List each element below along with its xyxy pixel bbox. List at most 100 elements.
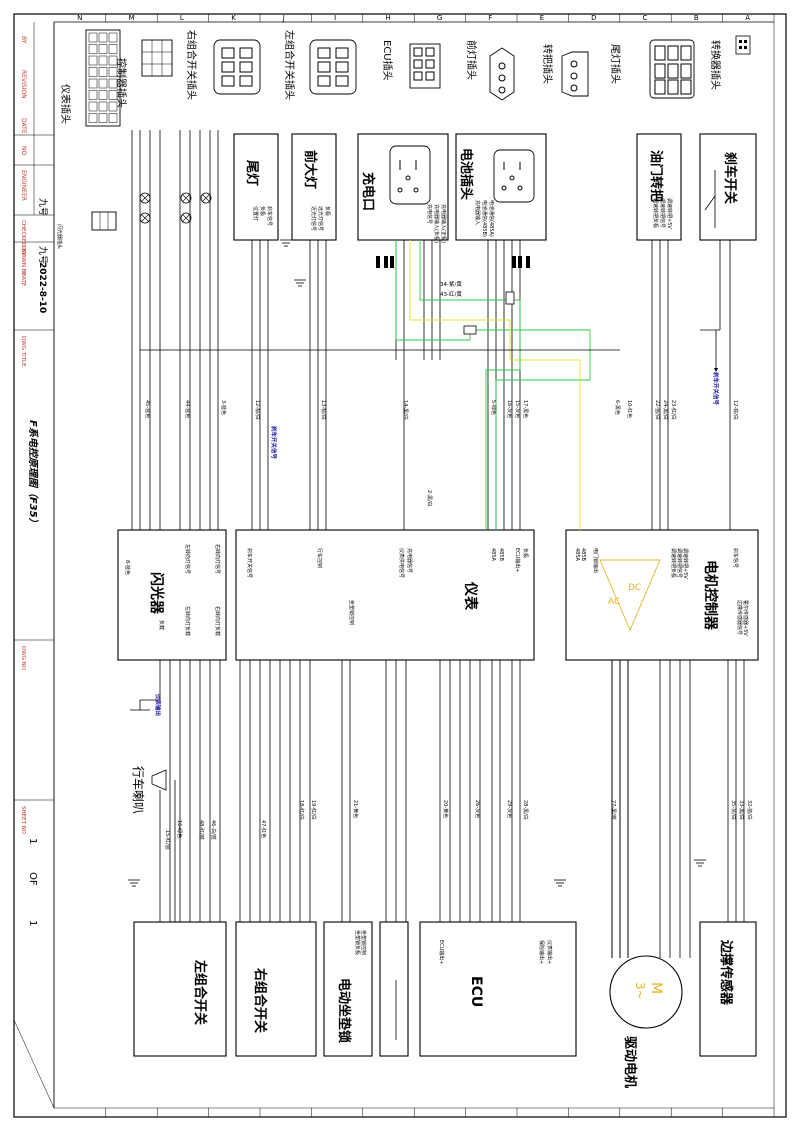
ctrl-pin-3: 调速转把信号 — [676, 548, 683, 578]
charge-port-title: 充电口 — [360, 172, 376, 211]
column-letter: I — [334, 14, 336, 22]
throttle-title: 油门转把 — [648, 150, 664, 202]
battery-wire-label: 43-红/黄 — [440, 290, 462, 298]
ctrl-pin-2: 调速转把+5V — [682, 548, 689, 579]
wire-label: 17-黑色 — [522, 400, 529, 418]
seat-lock-box-2: 电动坐垫锁 坐垫锁控制 坐垫锁负极 — [323, 921, 373, 1057]
throttle-pin-3: 调速转把负极 — [652, 198, 659, 228]
wire-label: 14-黑/白 — [402, 400, 409, 420]
headlight-pin-1: 负极 — [324, 206, 331, 216]
wire-label: 2-黑/白 — [426, 490, 433, 507]
connector-tail-light: 尾灯插头 — [609, 39, 695, 99]
drive-motor: M 3~ 驱动电机 — [609, 955, 683, 1088]
ctrl-pin-1: 刹车信号 — [732, 548, 739, 568]
meter-pin-6: 仪表供电信号 — [398, 548, 405, 578]
ecu-plug-label: ECU插头 — [381, 40, 394, 81]
wire-label: 33-黑/白 — [738, 800, 745, 820]
wire-label: 16-灰色 — [506, 400, 513, 418]
ctrl-pin-4: 调速转把负极 — [670, 548, 677, 578]
connector-left-combo: 左组合开关插头 — [283, 30, 357, 100]
revision-label: REVISION — [20, 70, 27, 99]
column-letter: B — [694, 14, 699, 22]
turn-lamps — [139, 192, 212, 224]
throttle-pin-1: 调速转把+5V — [666, 198, 673, 229]
wire-label: 48-红/蓝 — [198, 820, 205, 840]
motor-controller-title: 电机控制器 — [702, 560, 719, 631]
lock-pin-2: 坐垫锁负极 — [354, 930, 361, 955]
wire-label: 8-蓝色 — [124, 560, 131, 575]
taillight-pin-3: 位置灯 — [252, 206, 259, 221]
column-letter: H — [386, 14, 391, 22]
headlight-plug-label: 前灯插头 — [465, 40, 478, 80]
tail-light-plug-label: 尾灯插头 — [609, 44, 622, 84]
flash-pin-3: 负载 — [158, 620, 165, 630]
meter-pin-3: 485B — [498, 548, 504, 562]
connector-ecu: ECU插头 — [381, 40, 441, 89]
wire-label: 32-蓝/白 — [746, 800, 753, 820]
left-combo-plug-label: 左组合开关插头 — [283, 30, 296, 100]
lamp-icon — [180, 192, 192, 204]
checked-by-value: 九号 — [37, 198, 48, 216]
wire-label: 35-灰/白 — [730, 800, 737, 820]
meter-pin-8: 行车控制 — [316, 548, 323, 568]
by-label: BY — [20, 36, 27, 44]
date-label: DATE — [20, 118, 27, 134]
taillight-box: 尾灯 刹车信号 负极 位置灯 — [233, 133, 279, 241]
wire-label: 18-红/白 — [298, 800, 305, 820]
charge-wire-label: 34-紫/黄 — [440, 280, 462, 288]
meter-plug-label: 仪表插头 — [59, 84, 72, 124]
wire-label: 6-黑色 — [614, 400, 621, 415]
date-label-2: DATE — [20, 272, 26, 287]
wire-color-labels: 12-棕/白23-红/白24-黑/白22-蓝/白10-红色6-黑色17-黑色15… — [124, 400, 753, 850]
sheet-border — [13, 13, 787, 1118]
meter-pin-4: 485A — [490, 548, 496, 562]
engineer-label: ENGINEER — [20, 170, 27, 201]
wire-label: 24-黑/白 — [662, 400, 669, 420]
date-value: 2022-8-10 — [37, 262, 47, 313]
connector-meter: 仪表插头 — [59, 29, 121, 127]
ctrl-pin-5: 电门锁输出 — [592, 548, 599, 573]
dwg-no-label: DWG NO — [20, 646, 26, 671]
motor-symbol: M — [648, 982, 664, 994]
wire-harness — [128, 130, 745, 958]
ecu-pin-3: ECU输出+ — [438, 940, 445, 965]
brake-signal-label-2: 刹车开关信号 — [270, 426, 278, 460]
throttle-pin-2: 调速转把信号 — [659, 198, 666, 228]
meter-pin-2: ECU输出+ — [514, 548, 521, 573]
wire-label: 3-蓝色 — [220, 400, 227, 415]
ecu-pin-1: 仪表输出+ — [546, 940, 553, 964]
brake-signal-label: 刹车开关信号 — [712, 372, 720, 406]
hall-sensor-box: 边撑传感器 — [699, 921, 757, 1057]
wire-label: 47-红色 — [260, 820, 267, 838]
wire-label: 44-蓝色 — [184, 400, 191, 418]
flash-plug-label: 闪光器插头 — [56, 224, 63, 249]
connector-controller: 控制器插头 — [115, 39, 173, 108]
column-letter: J — [282, 14, 285, 22]
column-letter: K — [231, 14, 236, 22]
wire-label: 20-黄色 — [442, 800, 449, 818]
wire-label: 13-棕/白 — [320, 400, 327, 420]
charge-pin-3: 充电信号 — [426, 204, 433, 224]
taillight-pin-1: 刹车信号 — [266, 206, 273, 226]
dc-label: DC — [628, 583, 641, 593]
sheet-of: OF — [27, 872, 38, 886]
taillight-title: 尾灯 — [244, 160, 260, 186]
wire-label: 27-黑/蓝 — [610, 800, 617, 820]
turn-handle-plug-label: 转把插头 — [541, 44, 554, 84]
column-letter: M — [129, 14, 135, 22]
column-letter: D — [591, 14, 596, 22]
wire-label: 19-红/白 — [310, 800, 317, 820]
battery-pin-1: 电池通信(485A) — [488, 200, 495, 237]
charge-pin-2: 充电器输入(负极) — [433, 204, 440, 243]
column-letter: G — [437, 14, 442, 22]
horn-label: 行车喇叭 — [131, 766, 146, 814]
connector-turn-handle: 转把插头 — [541, 44, 589, 97]
headlight-title: 前大灯 — [302, 150, 318, 189]
wire-label: 12-棕/白 — [732, 400, 739, 420]
wire-label: 22-蓝/白 — [654, 400, 661, 420]
horn: 行车喇叭 — [131, 766, 167, 814]
column-ruler-bottom — [105, 1108, 775, 1117]
sheet-no-label: SHEET NO — [20, 806, 26, 835]
wire-label: 15-红/蓝 — [164, 830, 171, 850]
